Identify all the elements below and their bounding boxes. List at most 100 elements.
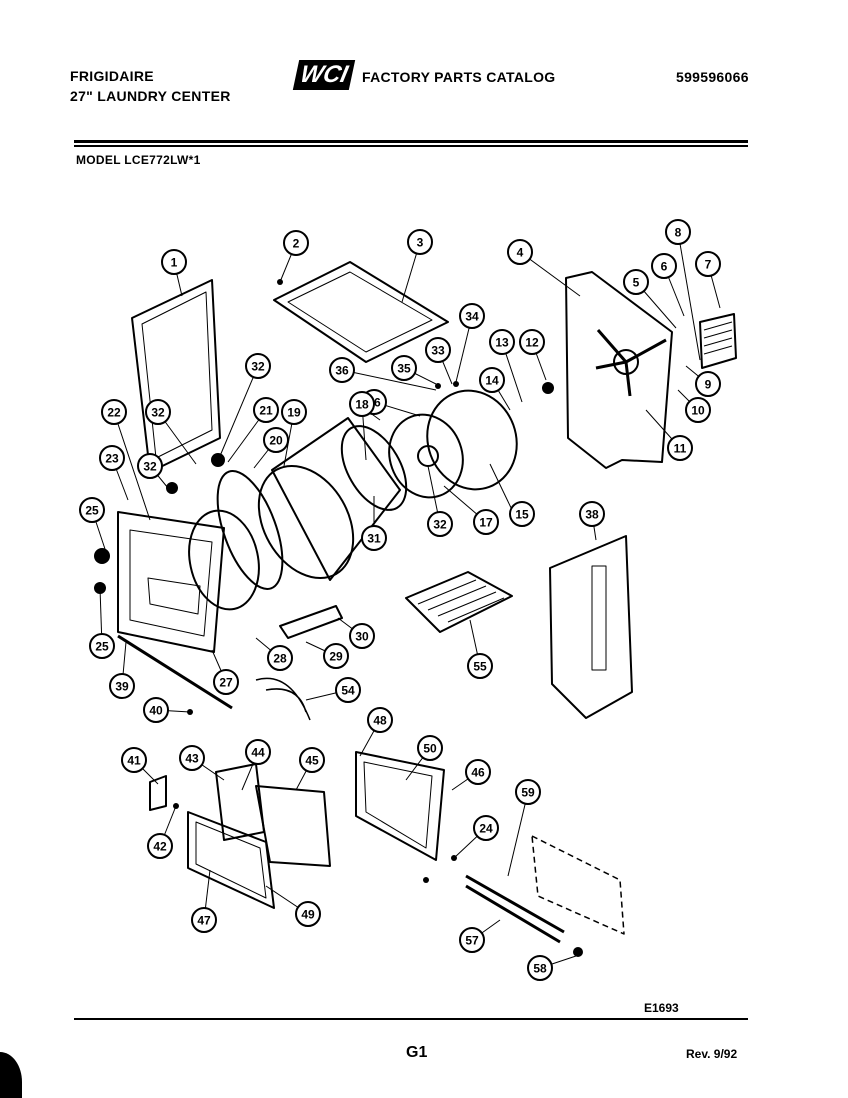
part-drum-seal: [388, 413, 464, 499]
callout-58: 58: [527, 955, 553, 981]
callout-circle: [427, 511, 453, 537]
part-knob: [94, 582, 106, 594]
callout-4: 4: [507, 239, 533, 265]
callout-19: 19: [281, 399, 307, 425]
callout-circle: [425, 337, 451, 363]
callout-circle: [695, 251, 721, 277]
callout-label: 57: [465, 934, 479, 948]
callout-6: 6: [651, 253, 677, 279]
callout-7: 7: [695, 251, 721, 277]
callout-circle: [417, 735, 443, 761]
callout-circle: [283, 230, 309, 256]
callout-circle: [213, 669, 239, 695]
callout-46: 46: [465, 759, 491, 785]
callout-32: 32: [145, 399, 171, 425]
callout-42: 42: [147, 833, 173, 859]
callout-label: 4: [517, 246, 524, 260]
header-rule-top: [74, 140, 748, 143]
callout-41: 41: [121, 747, 147, 773]
callout-circle: [349, 391, 375, 417]
part-door-inner-panel: [215, 763, 265, 841]
callout-label: 9: [705, 378, 712, 392]
callout-circle: [473, 509, 499, 535]
callout-circle: [507, 239, 533, 265]
callout-circle: [299, 747, 325, 773]
callout-circle: [323, 643, 349, 669]
callout-circle: [191, 907, 217, 933]
callout-circle: [335, 677, 361, 703]
callout-label: 2: [293, 237, 300, 251]
callout-label: 33: [431, 344, 445, 358]
callout-label: 32: [143, 460, 157, 474]
callout-circle: [467, 653, 493, 679]
callout-14: 14: [479, 367, 505, 393]
callout-label: 47: [197, 914, 211, 928]
callout-circle: [349, 623, 375, 649]
product-name: 27" LAUNDRY CENTER: [70, 88, 231, 104]
callout-25: 25: [79, 497, 105, 523]
callout-label: 5: [633, 276, 640, 290]
callout-23: 23: [99, 445, 125, 471]
callout-circle: [281, 399, 307, 425]
callout-40: 40: [143, 697, 169, 723]
catalog-number: 599596066: [676, 69, 749, 85]
header-rule-bottom: [74, 145, 748, 147]
callout-10: 10: [685, 397, 711, 423]
callout-29: 29: [323, 643, 349, 669]
callout-circle: [147, 833, 173, 859]
callout-label: 24: [479, 822, 493, 836]
callout-label: 3: [417, 236, 424, 250]
part-door: [355, 751, 445, 861]
callout-20: 20: [263, 427, 289, 453]
part-side-panel-right: [549, 535, 633, 719]
callout-36: 36: [329, 357, 355, 383]
part-screw: [451, 855, 457, 861]
callout-18: 18: [349, 391, 375, 417]
callout-48: 48: [367, 707, 393, 733]
part-door-outer-panel: [255, 785, 331, 867]
callout-label: 8: [675, 226, 682, 240]
callout-circle: [79, 497, 105, 523]
callout-label: 27: [219, 676, 233, 690]
part-side-panel-left: [131, 279, 221, 473]
part-switch: [542, 382, 554, 394]
callout-1: 1: [161, 249, 187, 275]
callout-circle: [143, 697, 169, 723]
callout-circle: [489, 329, 515, 355]
callout-label: 21: [259, 404, 273, 418]
callout-circle: [459, 927, 485, 953]
callout-label: 46: [471, 766, 485, 780]
part-drum-rear-bulkhead: [426, 389, 518, 491]
callout-circle: [651, 253, 677, 279]
revision-date: Rev. 9/92: [686, 1047, 738, 1061]
part-glide: [573, 947, 583, 957]
part-top-panel: [273, 261, 449, 363]
callout-label: 59: [521, 786, 535, 800]
callout-39: 39: [109, 673, 135, 699]
callout-label: 48: [373, 714, 387, 728]
callout-circle: [245, 353, 271, 379]
callout-circle: [459, 303, 485, 329]
callout-32: 32: [245, 353, 271, 379]
part-vent-grille: [699, 313, 737, 369]
callout-circle: [121, 747, 147, 773]
callout-label: 41: [127, 754, 141, 768]
footer-rule: [74, 1018, 748, 1020]
part-thermostat: [211, 453, 225, 467]
part-drying-rack: [405, 571, 513, 633]
callout-label: 10: [691, 404, 705, 418]
callout-circle: [367, 707, 393, 733]
binding-edge-mark: [0, 1052, 22, 1098]
part-screw: [173, 803, 179, 809]
part-rear-panel: [565, 271, 673, 469]
model-number: MODEL LCE772LW*1: [76, 153, 201, 167]
callout-label: 45: [305, 754, 319, 768]
callout-circle: [89, 633, 115, 659]
callout-label: 1: [171, 256, 178, 270]
callout-label: 12: [525, 336, 539, 350]
callout-label: 50: [423, 742, 437, 756]
part-bar: [279, 605, 343, 639]
callout-circle: [361, 525, 387, 551]
